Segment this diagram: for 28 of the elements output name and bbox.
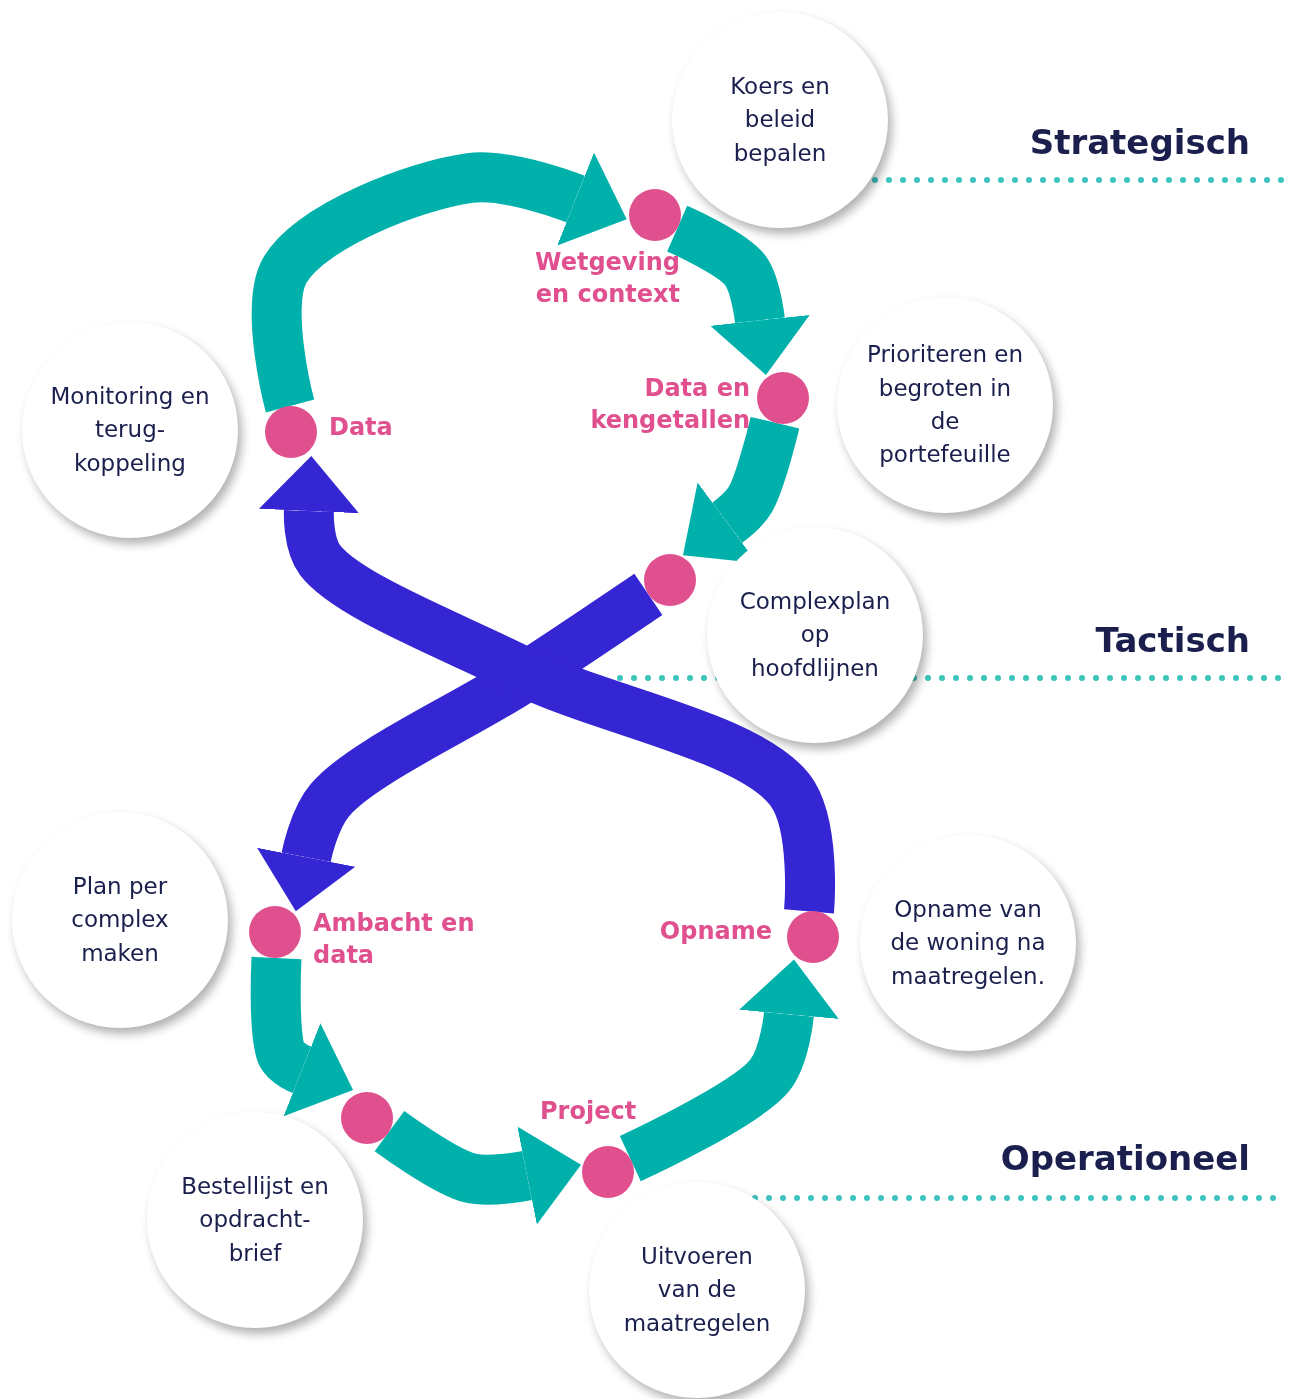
- step-text: Prioriteren en begroten in de portefeuille: [865, 340, 1025, 470]
- step-text: Monitoring en terug-koppeling: [50, 382, 210, 478]
- stage-label: Project: [540, 1096, 638, 1127]
- stage-dot: [265, 406, 317, 458]
- stage-label: Wetgeving en context: [534, 247, 680, 311]
- stage-dot: [757, 372, 809, 424]
- step-text: Uitvoeren van de maatregelen: [622, 1242, 772, 1338]
- stage-label: Ambacht en data: [313, 908, 476, 972]
- loop-arrow: [683, 416, 800, 563]
- stage-dot: [582, 1146, 634, 1198]
- step-text: Plan per complex maken: [70, 872, 170, 968]
- level-label: Operationeel: [999, 1138, 1250, 1178]
- stage-dot: [629, 189, 681, 241]
- step-text: Bestellijst en opdracht-brief: [180, 1172, 330, 1268]
- step-text: Complexplan op hoofdlijnen: [738, 587, 892, 683]
- stage-label: Opname: [658, 916, 772, 947]
- stage-label: Data: [329, 412, 394, 443]
- step-text: Opname van de woning na maatregelen.: [889, 895, 1047, 991]
- loop-arrow: [666, 205, 810, 375]
- stage-dot: [341, 1092, 393, 1144]
- stage-dot: [787, 911, 839, 963]
- level-label: Strategisch: [1028, 122, 1250, 162]
- stage-dot: [644, 554, 696, 606]
- stage-dot: [249, 906, 301, 958]
- loop-arrow: [257, 573, 663, 912]
- level-label: Tactisch: [1094, 620, 1250, 660]
- step-text: Koers en beleid bepalen: [729, 72, 831, 168]
- stage-label: Data en kengetallen: [589, 373, 750, 437]
